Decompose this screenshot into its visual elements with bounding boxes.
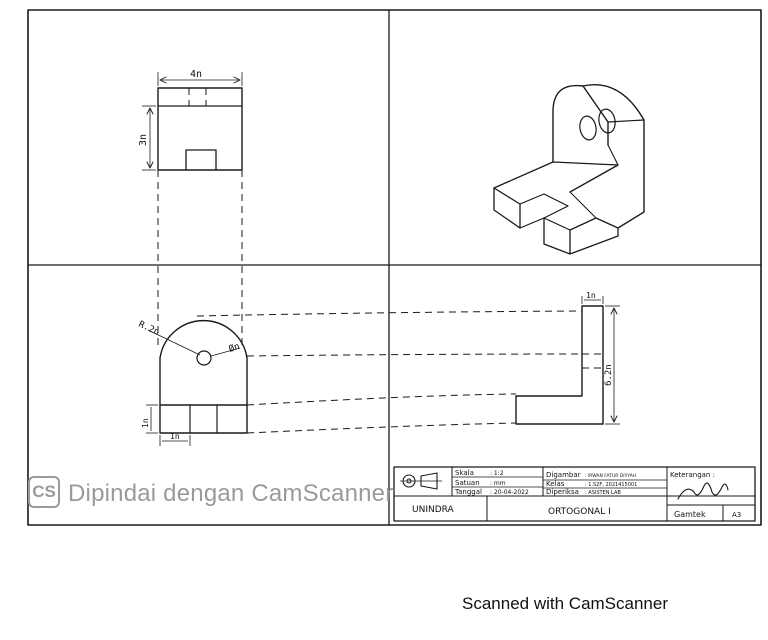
institution: UNINDRA xyxy=(412,505,455,515)
sheet-size: A3 xyxy=(732,511,741,519)
unit-value: : mm xyxy=(490,480,506,487)
signature-scribble xyxy=(677,482,729,500)
scale-value: : 1:2 xyxy=(490,470,504,477)
sheet-label: Gamtek xyxy=(674,510,706,519)
scanner-watermark: Dipindai dengan CamScanner xyxy=(68,480,394,507)
front-slot-width-label: 1n xyxy=(170,432,180,441)
drawing-frame xyxy=(27,9,762,526)
checked-label: Diperiksa xyxy=(546,488,579,496)
front-view xyxy=(146,319,248,446)
top-width-label: 4n xyxy=(190,69,202,80)
side-thickness-label: 1n xyxy=(586,291,596,300)
title-block-text: Skala : 1:2 Satuan : mm Tanggal : 20-04-… xyxy=(412,469,741,519)
front-hole-label: Øn xyxy=(227,341,241,355)
side-height-label: 6.2n xyxy=(604,364,614,386)
top-view xyxy=(142,72,243,171)
drawn-label: Digambar xyxy=(546,471,581,479)
front-base-height-label: 1n xyxy=(141,418,150,428)
notes-label: Keterangan : xyxy=(670,471,715,479)
checked-value: : ASISTEN LAB xyxy=(585,490,621,496)
date-value: : 20-04-2022 xyxy=(490,489,529,496)
drawn-value: : IRWAN FATUR DIYYAH xyxy=(585,473,636,479)
title-block xyxy=(393,466,756,522)
projection-lines-vertical xyxy=(157,170,243,350)
scanned-with-footer: Scanned with CamScanner xyxy=(462,594,669,613)
class-value: : 1.S2F, 2021415001 xyxy=(585,482,637,488)
class-label: Kelas xyxy=(546,480,565,488)
date-label: Tanggal xyxy=(454,488,482,496)
isometric-view xyxy=(493,84,645,255)
camscanner-logo: CS xyxy=(28,476,60,508)
unit-label: Satuan xyxy=(455,479,480,487)
front-radius-label: R.2n xyxy=(137,320,161,338)
side-view xyxy=(515,296,620,425)
top-depth-label: 3n xyxy=(138,134,149,146)
drawing-title: ORTOGONAL I xyxy=(548,507,611,517)
projection-lines-horizontal xyxy=(196,310,583,434)
scale-label: Skala xyxy=(455,469,474,477)
